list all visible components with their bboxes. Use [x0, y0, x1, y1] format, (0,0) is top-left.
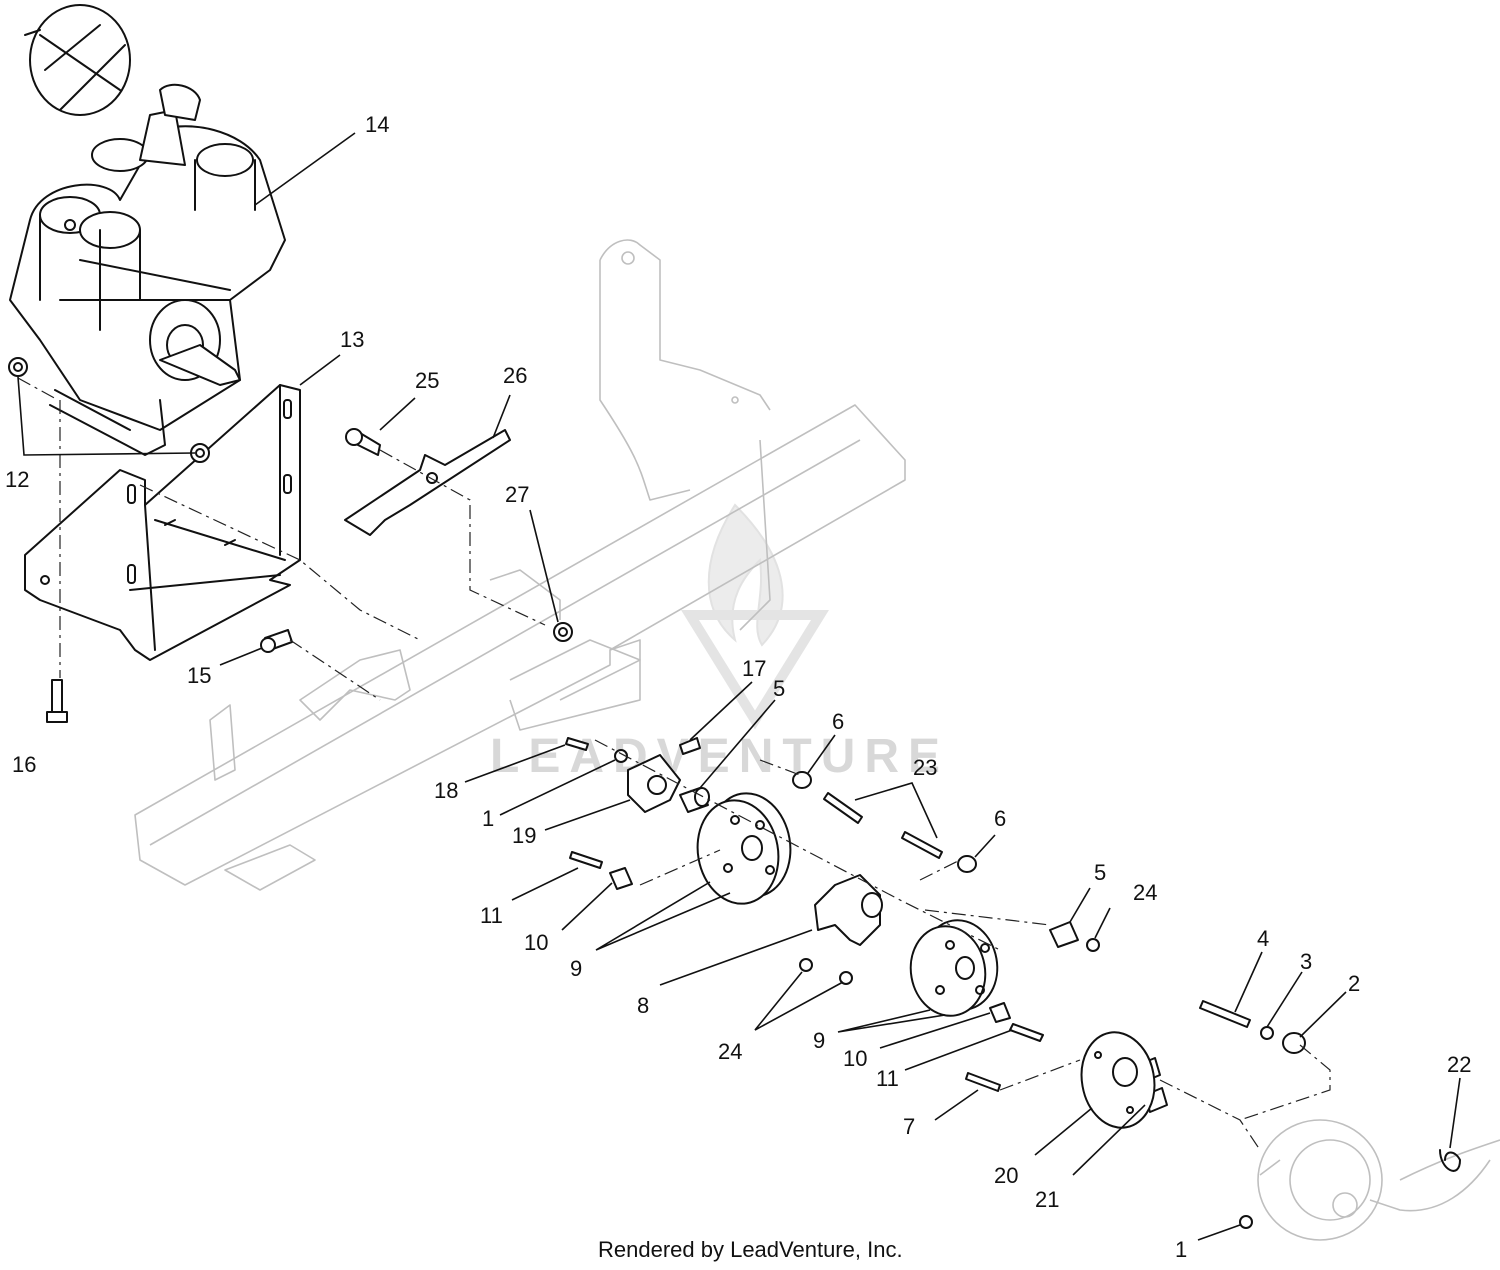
- callout-labels: 14 13 12 25 26 27 15 16 17 5 6 23 6 18 1…: [5, 112, 1471, 1262]
- pump-bracket: [24, 384, 301, 661]
- callout-2: 2: [1348, 971, 1360, 996]
- callout-10: 10: [843, 1046, 867, 1071]
- callout-19: 19: [512, 823, 536, 848]
- callout-18: 18: [434, 778, 458, 803]
- callout-22: 22: [1447, 1052, 1471, 1077]
- callout-14: 14: [365, 112, 389, 137]
- callout-20: 20: [994, 1163, 1018, 1188]
- hydro-pump: [9, 4, 286, 456]
- coupler-discs: [696, 792, 1500, 1241]
- callout-5: 5: [773, 676, 785, 701]
- chassis-frame: [134, 239, 906, 891]
- callout-17: 17: [742, 656, 766, 681]
- callout-3: 3: [1300, 949, 1312, 974]
- callout-11: 11: [876, 1066, 899, 1091]
- callout-15: 15: [187, 663, 211, 688]
- callout-6: 6: [994, 806, 1006, 831]
- callout-11: 11: [480, 903, 503, 928]
- callout-7: 7: [903, 1114, 915, 1139]
- callout-21: 21: [1035, 1187, 1059, 1212]
- footer-credit: Rendered by LeadVenture, Inc.: [598, 1237, 903, 1262]
- hardware: [8, 357, 1306, 1229]
- callout-9: 9: [813, 1028, 825, 1053]
- callout-16: 16: [12, 752, 36, 777]
- callout-24: 24: [718, 1039, 742, 1064]
- assembly-centerlines: [17, 377, 1331, 1151]
- leadventure-watermark: LEADVENTURE: [490, 503, 949, 783]
- callout-26: 26: [503, 363, 527, 388]
- callout-25: 25: [415, 368, 439, 393]
- callout-13: 13: [340, 327, 364, 352]
- callout-12: 12: [5, 467, 29, 492]
- callout-10: 10: [524, 930, 548, 955]
- callout-24: 24: [1133, 880, 1157, 905]
- watermark-text: LEADVENTURE: [490, 730, 949, 783]
- leader-lines: [17, 132, 1461, 1241]
- callout-1: 1: [482, 806, 494, 831]
- callout-8: 8: [637, 993, 649, 1018]
- callout-23: 23: [913, 755, 937, 780]
- callout-9: 9: [570, 956, 582, 981]
- callout-27: 27: [505, 482, 529, 507]
- callout-5: 5: [1094, 860, 1106, 885]
- callout-4: 4: [1257, 926, 1269, 951]
- callout-6: 6: [832, 709, 844, 734]
- callout-1: 1: [1175, 1237, 1187, 1262]
